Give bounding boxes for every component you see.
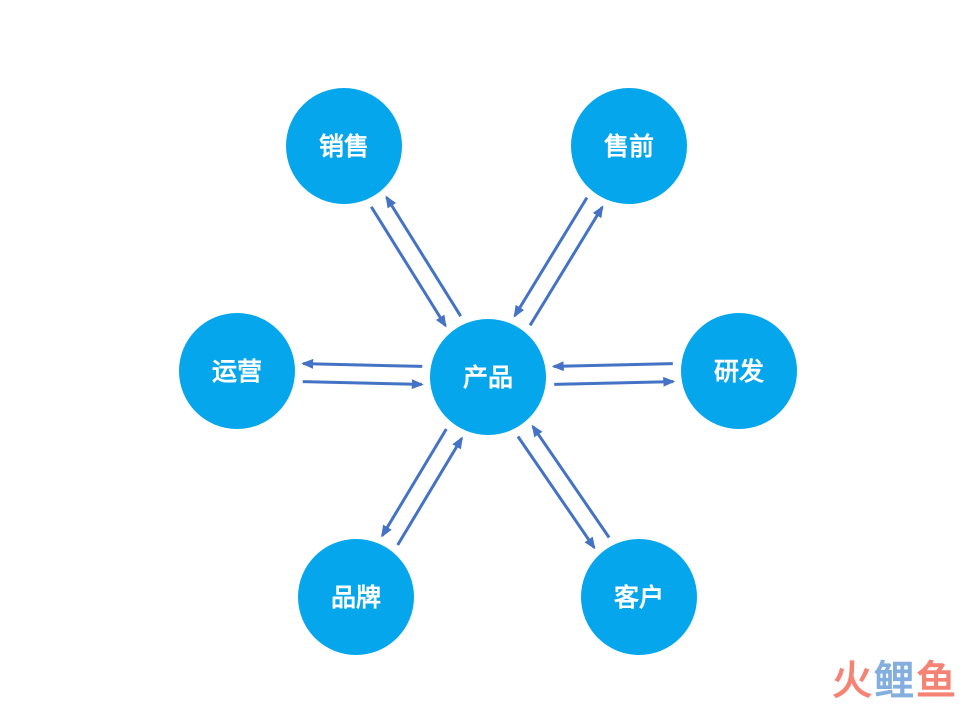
- node-rnd[interactable]: 研发: [681, 313, 797, 429]
- node-operations[interactable]: 运营: [179, 313, 295, 429]
- node-sales-circle: [286, 88, 402, 204]
- arrow-from-operations: [302, 379, 424, 390]
- node-rnd-label: 研发: [714, 357, 764, 386]
- node-brand[interactable]: 品牌: [298, 539, 414, 655]
- arrow-to-rnd: [554, 376, 676, 387]
- node-center-product-circle: [430, 319, 546, 435]
- node-operations-label: 运营: [212, 357, 262, 386]
- node-customer-circle: [581, 539, 697, 655]
- arrow-to-brand: [380, 428, 448, 538]
- watermark-char-3: 鱼: [916, 658, 958, 704]
- arrow-to-presales: [528, 205, 604, 327]
- node-brand-circle: [298, 539, 414, 655]
- node-brand-label: 品牌: [331, 583, 381, 612]
- arrow-from-brand: [396, 436, 464, 546]
- node-center-product[interactable]: 产品: [430, 319, 546, 435]
- node-center-product-label: 产品: [463, 363, 513, 392]
- watermark-logo: 火鲤鱼: [832, 648, 958, 706]
- arrows-group: [301, 195, 676, 550]
- node-presales[interactable]: 售前: [571, 88, 687, 204]
- arrow-from-presales: [513, 196, 589, 318]
- node-sales[interactable]: 销售: [286, 88, 402, 204]
- node-operations-circle: [179, 313, 295, 429]
- watermark-char-2: 鲤: [874, 658, 916, 704]
- node-presales-circle: [571, 88, 687, 204]
- arrow-to-customer: [516, 435, 596, 550]
- arrow-to-operations: [301, 358, 423, 369]
- arrow-from-rnd: [551, 361, 673, 372]
- arrow-from-customer: [531, 424, 611, 539]
- node-customer-label: 客户: [614, 583, 664, 612]
- node-rnd-circle: [681, 313, 797, 429]
- arrow-from-sales: [370, 205, 447, 328]
- arrow-to-sales: [385, 195, 462, 318]
- node-presales-label: 售前: [604, 132, 654, 161]
- watermark-char-1: 火: [832, 658, 874, 704]
- node-customer[interactable]: 客户: [581, 539, 697, 655]
- node-sales-label: 销售: [319, 132, 369, 161]
